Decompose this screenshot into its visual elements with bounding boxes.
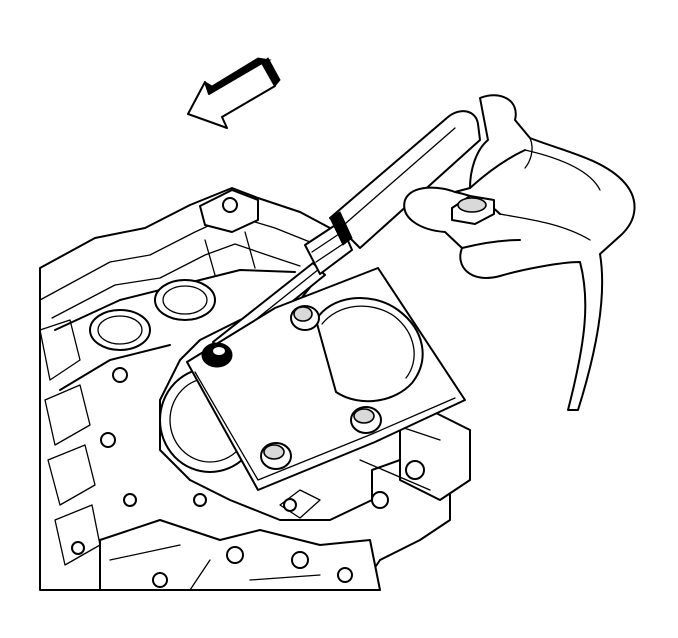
cylinder-bore-plate (186, 267, 466, 491)
bolt-head (451, 195, 495, 225)
plate-bolt (201, 305, 382, 470)
direction-arrow-icon (187, 57, 281, 129)
engine-block (39, 187, 471, 591)
